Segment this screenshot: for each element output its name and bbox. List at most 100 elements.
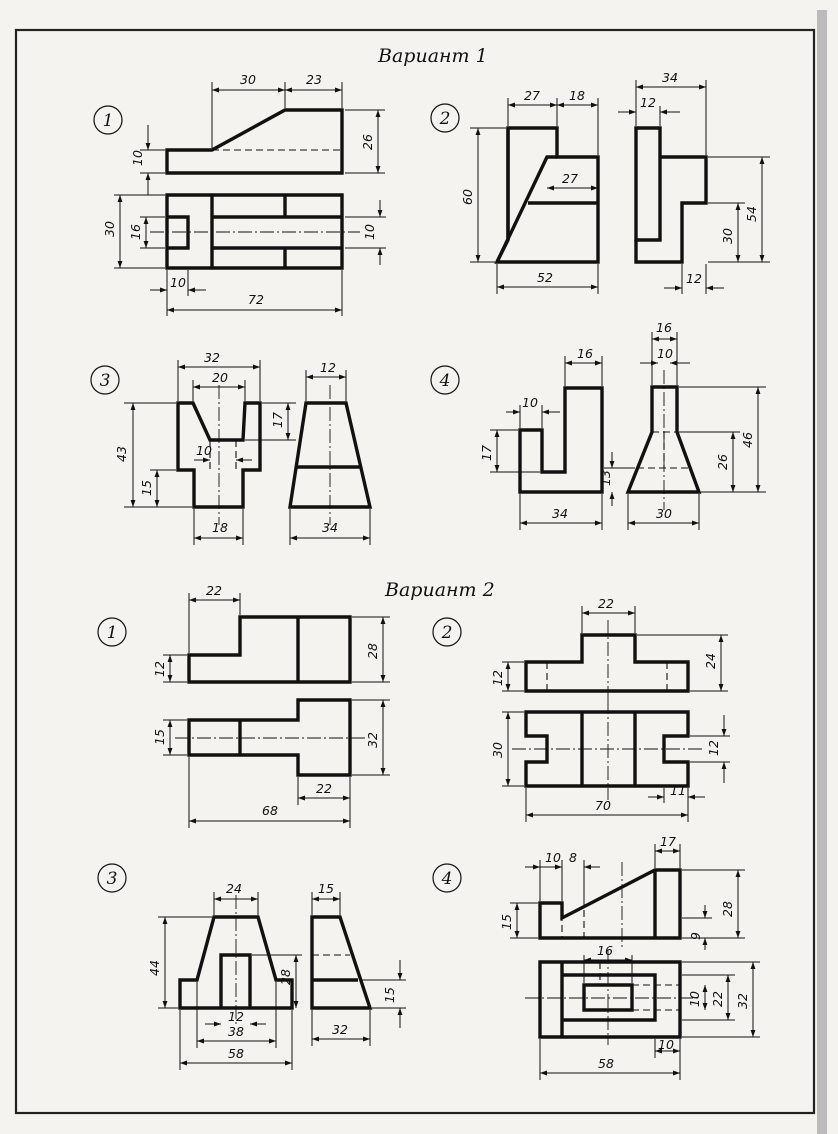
dimension-label: 58	[228, 1046, 244, 1061]
dimension-label: 30	[720, 228, 735, 244]
dimension-label: 12	[706, 740, 721, 756]
dimension-label: 38	[228, 1024, 244, 1039]
task-number: 3	[100, 371, 111, 391]
page-frame	[14, 28, 816, 1115]
dimension-label: 10	[130, 150, 145, 166]
task-number-circle	[432, 863, 462, 893]
task-number-circle	[90, 365, 120, 395]
dimension-label: 30	[240, 72, 256, 87]
dimension-label: 12	[320, 360, 336, 375]
dimension-label: 32	[204, 350, 220, 365]
dimension-label: 22	[710, 991, 725, 1007]
dimension-label: 68	[262, 803, 278, 818]
dimension-label: 17	[479, 445, 494, 461]
dimension-label: 12	[490, 670, 505, 686]
dimension-label: 26	[715, 454, 730, 470]
dimension-label: 28	[720, 901, 735, 917]
variant-1-heading: Вариант 1	[377, 45, 488, 67]
variant-2-heading: Вариант 2	[384, 579, 495, 601]
dimension-label: 16	[577, 346, 593, 361]
dimension-label: 10	[170, 275, 186, 290]
dimension-label: 46	[740, 432, 755, 448]
v2-task1-drawing: 1 22 28 12 15 32 22 68	[97, 583, 390, 828]
dimension-label: 52	[537, 270, 553, 285]
dimension-label: 44	[147, 960, 162, 976]
dimension-label: 12	[228, 1009, 244, 1024]
dimension-label: 12	[686, 271, 702, 286]
dimension-label: 34	[552, 506, 568, 521]
dimension-label: 16	[597, 943, 613, 958]
dimension-label: 28	[365, 643, 380, 659]
dimension-label: 32	[735, 993, 750, 1009]
dimension-label: 10	[362, 224, 377, 240]
dimension-label: 10	[687, 991, 702, 1007]
dimension-label: 43	[114, 446, 129, 462]
dimension-label: 15	[499, 914, 514, 930]
v2-task4-drawing: 4 10 8 17 15 28 9 16	[432, 834, 760, 1080]
dimension-label: 54	[744, 206, 759, 222]
v2-task3-drawing: 3 24 44 28 12 38 58 15 15 32	[97, 863, 406, 1070]
dimension-label: 70	[595, 798, 611, 813]
dimension-label: 9	[688, 932, 703, 940]
v1-task4-drawing: 4 16 10 17 34 13 30 16 10 46	[430, 320, 766, 530]
dimension-label: 10	[658, 1037, 674, 1052]
dimension-label: 30	[656, 506, 672, 521]
task-number: 2	[441, 623, 453, 643]
dimension-label: 22	[206, 583, 222, 598]
dimension-label: 22	[316, 781, 332, 796]
dimension-label: 27	[562, 171, 578, 186]
dimension-label: 32	[365, 732, 380, 748]
dimension-label: 10	[196, 443, 212, 458]
dimension-label: 12	[152, 661, 167, 677]
dimension-label: 15	[152, 729, 167, 745]
v1-task1-drawing: 1 30 23 26 10 30 16 10 10	[93, 72, 386, 316]
dimension-label: 15	[139, 480, 154, 496]
dimension-label: 32	[332, 1022, 348, 1037]
dimension-label: 26	[360, 134, 375, 150]
dimension-label: 16	[656, 320, 672, 335]
dimension-label: 15	[318, 881, 334, 896]
dimension-label: 8	[569, 850, 577, 865]
dimension-label: 60	[460, 189, 475, 205]
dimension-label: 10	[522, 395, 538, 410]
v2-task2-drawing: 2 22 24 12 30 12 70 11	[432, 596, 730, 822]
task-number-circle	[430, 365, 460, 395]
dimension-label: 72	[248, 292, 264, 307]
dimension-label: 11	[670, 783, 686, 798]
dimension-label: 12	[640, 95, 656, 110]
task-number: 3	[107, 869, 118, 889]
dimension-label: 23	[306, 72, 322, 87]
task-number-circle	[432, 617, 462, 647]
dimension-label: 30	[490, 742, 505, 758]
dimension-label: 18	[569, 88, 585, 103]
dimension-label: 24	[703, 653, 718, 669]
v1-task1-number: 1	[103, 111, 114, 131]
task-number: 4	[441, 869, 453, 889]
task-number: 4	[439, 371, 451, 391]
dimension-label: 17	[660, 834, 676, 849]
dimension-label: 34	[662, 70, 678, 85]
v1-task1-number-circle	[93, 105, 123, 135]
dimension-label: 17	[270, 412, 285, 428]
dimension-label: 10	[545, 850, 561, 865]
task-number: 2	[439, 109, 451, 129]
task-number-circle	[430, 103, 460, 133]
dimension-label: 16	[128, 224, 143, 240]
task-number-circle	[97, 863, 127, 893]
v1-task3-drawing: 3 32 20 43 15 17 10 18 34 12	[90, 350, 373, 545]
dimension-label: 15	[382, 987, 397, 1003]
task-number: 1	[107, 623, 118, 643]
dimension-label: 34	[322, 520, 338, 535]
dimension-label: 18	[212, 520, 228, 535]
dimension-label: 20	[212, 370, 228, 385]
dimension-label: 24	[226, 881, 242, 896]
dimension-label: 13	[598, 470, 613, 486]
dimension-label: 10	[657, 346, 673, 361]
v1-task2-drawing: 2 27 18 27 60 52 34 12 54 30 12	[430, 70, 770, 294]
dimension-label: 22	[598, 596, 614, 611]
dimension-label: 27	[524, 88, 540, 103]
dimension-label: 58	[598, 1056, 614, 1071]
dimension-label: 28	[278, 969, 293, 985]
